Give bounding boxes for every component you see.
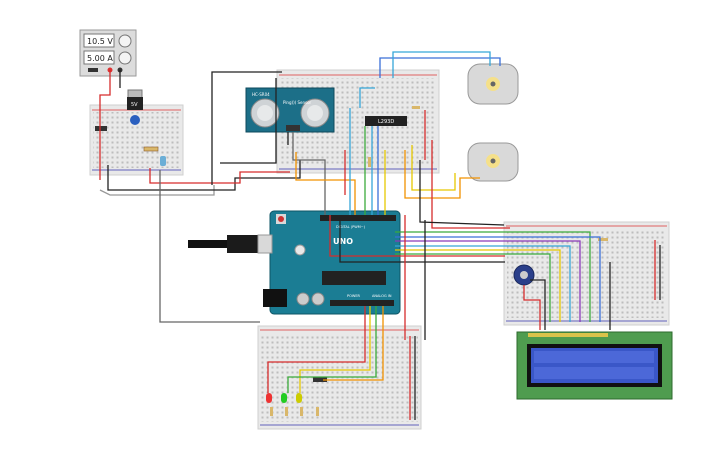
power-label: POWER (347, 294, 361, 298)
resistor[interactable] (368, 157, 371, 167)
voltage-readout: 10.5 V (87, 37, 113, 46)
ultrasonic-sensor[interactable]: HC-SR04 Ping))) Sensor (245, 87, 335, 133)
voltage-regulator[interactable]: 5V (127, 89, 143, 110)
digital-header[interactable] (320, 215, 396, 221)
ceramic-capacitor[interactable] (160, 156, 166, 166)
led-green[interactable] (281, 393, 287, 403)
current-knob[interactable] (118, 51, 132, 65)
resistor[interactable] (316, 407, 319, 416)
voltage-knob[interactable] (118, 34, 132, 48)
resistor[interactable] (412, 106, 420, 109)
buzzer[interactable] (313, 377, 327, 382)
dc-motor-bottom[interactable] (467, 142, 519, 182)
digital-label: DIGITAL (PWM~) (336, 225, 366, 229)
switch[interactable] (95, 126, 107, 131)
led-yellow[interactable] (296, 393, 302, 403)
resistor[interactable] (598, 238, 608, 241)
lcd-display[interactable] (516, 331, 673, 400)
arduino-brand: UNO (333, 237, 353, 246)
atmega-chip (322, 271, 386, 285)
led-red[interactable] (266, 393, 272, 403)
potentiometer[interactable] (513, 264, 535, 286)
resistor[interactable] (300, 407, 303, 416)
power-supply[interactable]: 10.5 V 5.00 A (79, 29, 137, 77)
chip-label: L293D (378, 119, 394, 125)
wires[interactable] (99, 51, 661, 420)
regulator-label: 5V (131, 102, 138, 108)
analog-header[interactable] (330, 300, 394, 306)
motor-driver-chip[interactable]: L293D (365, 116, 407, 126)
resistor[interactable] (285, 407, 288, 416)
capacitor[interactable] (130, 115, 140, 125)
power-jack[interactable] (263, 289, 287, 307)
resistor[interactable] (270, 407, 273, 416)
lcd-pins (528, 333, 608, 337)
usb-cable[interactable] (188, 234, 273, 254)
sensor-name: HC-SR04 (252, 92, 270, 97)
arduino-uno[interactable]: UNO DIGITAL (PWM~) POWER ANALOG IN (263, 210, 401, 315)
ground-terminal[interactable] (88, 68, 98, 72)
current-readout: 5.00 A (87, 54, 113, 63)
analog-label: ANALOG IN (372, 294, 392, 298)
sensor-part: Ping))) Sensor (283, 100, 312, 105)
reset-button[interactable] (278, 216, 284, 222)
resistor[interactable] (143, 146, 159, 152)
dc-motor-top[interactable] (467, 63, 519, 105)
